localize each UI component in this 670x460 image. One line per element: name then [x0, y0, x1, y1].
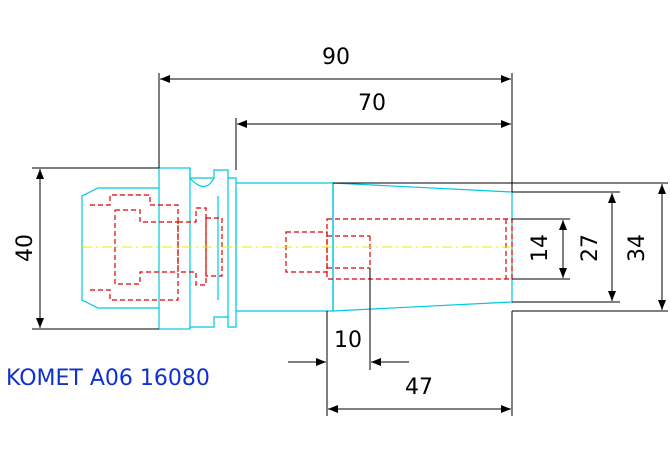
dim-label-14: 14: [528, 234, 553, 262]
dim-small-end-diameter: 27: [512, 191, 620, 303]
dim-taper-length: 47: [326, 311, 513, 416]
dim-label-40: 40: [13, 234, 38, 262]
dim-label-27: 27: [578, 234, 603, 262]
collet-hidden-outer: [90, 194, 179, 301]
bore-hidden: [326, 218, 513, 280]
part-outline: [81, 167, 513, 330]
part-label: KOMET A06 16080: [6, 366, 210, 391]
dim-thread-length: 10: [288, 268, 409, 370]
dim-flange-diameter: 40: [13, 167, 159, 330]
dim-label-47: 47: [405, 375, 433, 400]
collet-hidden-inner: [114, 209, 179, 285]
nose-outline: [81, 187, 159, 309]
dim-label-90: 90: [322, 45, 350, 70]
neck-outline: [189, 168, 237, 329]
dim-label-34: 34: [625, 234, 650, 262]
dim-bore-diameter: 14: [512, 218, 570, 280]
dim-label-70: 70: [358, 91, 386, 116]
flange-outline: [158, 167, 191, 330]
thread-hidden: [285, 231, 328, 273]
groove-curve: [189, 177, 215, 188]
dim-large-end-diameter: 34: [333, 182, 668, 312]
dim-overall-length: 90: [158, 45, 513, 192]
dim-label-10: 10: [334, 328, 362, 353]
dim-shank-length: 70: [235, 91, 511, 170]
